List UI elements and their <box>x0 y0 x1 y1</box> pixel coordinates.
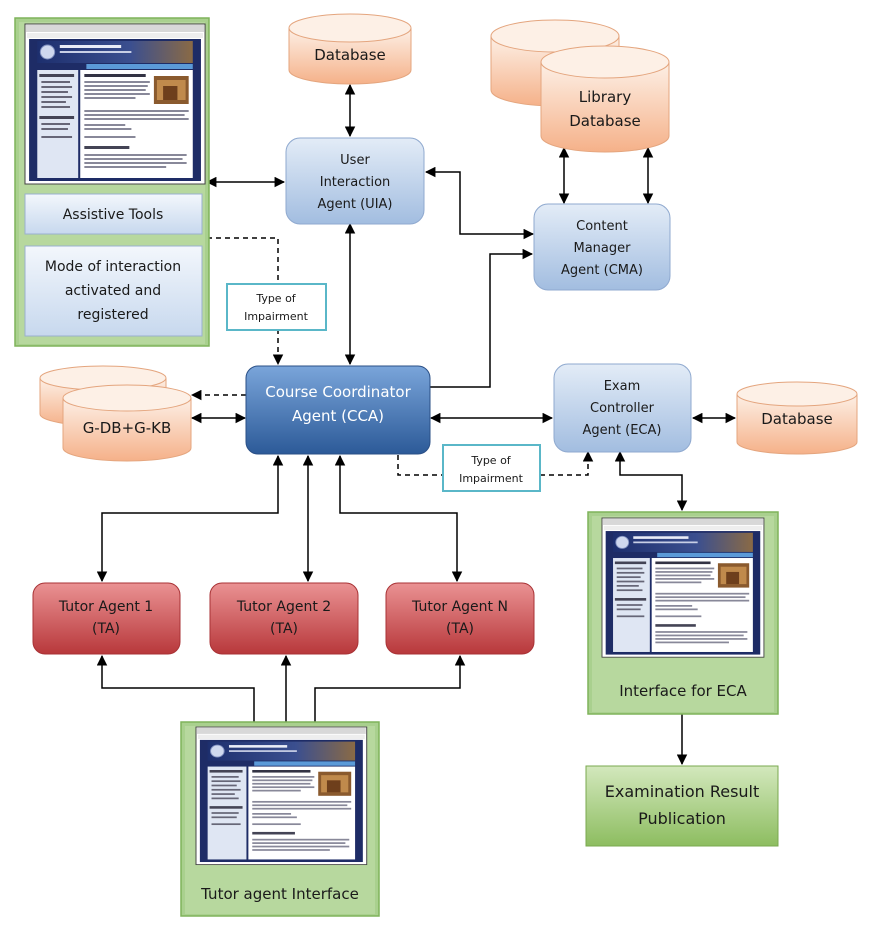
tutor-interface-panel: Tutor agent Interface <box>180 721 380 917</box>
cma-label-line2: Manager <box>574 241 632 256</box>
tan-label-line2: (TA) <box>446 621 474 637</box>
cca-label-line2: Agent (CCA) <box>292 407 384 425</box>
cma-label-line3: Agent (CMA) <box>561 263 643 278</box>
impairment-box-2: Type of Impairment <box>442 444 541 492</box>
eca-label-line3: Agent (ECA) <box>583 423 662 438</box>
uia-label-line2: Interaction <box>320 175 391 190</box>
cca-label-line1: Course Coordinator <box>265 383 411 401</box>
assistive-panel: Assistive Tools Mode of interaction acti… <box>14 17 210 347</box>
mode-label-line1: Mode of interaction <box>45 259 181 275</box>
impairment-2-line2: Impairment <box>459 472 524 485</box>
tutor-agent-1-box: Tutor Agent 1 (TA) <box>32 582 181 655</box>
uia-label-line1: User <box>340 153 370 168</box>
mode-label-line2: activated and <box>65 283 161 299</box>
connector-interface-tan <box>314 654 466 722</box>
assistive-panel-screenshot <box>24 23 206 185</box>
connector-uia-cma <box>424 166 535 240</box>
impairment-1-line1: Type of <box>255 292 296 305</box>
impairment-1-line2: Impairment <box>244 310 309 323</box>
result-label-line1: Examination Result <box>605 782 760 801</box>
mode-of-interaction-box <box>24 245 203 337</box>
eca-interface-panel: Interface for ECA <box>587 511 779 715</box>
ta2-label-line1: Tutor Agent 2 <box>236 599 331 615</box>
database-right-label: Database <box>761 410 833 428</box>
tutor-interface-screenshot <box>195 726 368 866</box>
connector-interface-ta1 <box>96 654 255 722</box>
cma-box: Content Manager Agent (CMA) <box>533 203 671 291</box>
eca-interface-label: Interface for ECA <box>619 682 747 700</box>
gdb-cylinder: G-DB+G-KB <box>39 365 192 462</box>
tutor-interface-label: Tutor agent Interface <box>200 885 359 903</box>
uia-label-line3: Agent (UIA) <box>318 197 393 212</box>
tan-label-line1: Tutor Agent N <box>411 599 508 615</box>
uia-box: User Interaction Agent (UIA) <box>285 137 425 225</box>
eca-interface-screenshot <box>601 517 765 658</box>
ta2-label-line2: (TA) <box>270 621 298 637</box>
database-right-cylinder: Database <box>736 381 858 455</box>
assistive-tools-box <box>24 193 203 235</box>
cma-label-line1: Content <box>576 219 628 234</box>
cca-box: Course Coordinator Agent (CCA) <box>245 365 431 455</box>
database-top-cylinder: Database <box>288 13 412 85</box>
ta1-label-line2: (TA) <box>92 621 120 637</box>
eca-label-line2: Controller <box>590 401 655 416</box>
examination-result-box: Examination Result Publication <box>585 765 779 847</box>
library-db-label-line1: Library <box>579 88 632 106</box>
impairment-2-line1: Type of <box>470 454 511 467</box>
connector-eca-interface <box>614 450 688 512</box>
connector-cca-tan <box>334 454 463 583</box>
connector-cca-ta1 <box>96 454 284 583</box>
connector-cca-cma <box>430 248 534 388</box>
tutor-agent-2-box: Tutor Agent 2 (TA) <box>209 582 359 655</box>
database-top-label: Database <box>314 46 386 64</box>
assistive-tools-label: Assistive Tools <box>63 207 164 223</box>
result-label-line2: Publication <box>638 809 726 828</box>
library-database-cylinder: Library Database <box>490 19 670 153</box>
tutor-agent-n-box: Tutor Agent N (TA) <box>385 582 535 655</box>
impairment-box-1: Type of Impairment <box>226 283 327 331</box>
eca-box: Exam Controller Agent (ECA) <box>553 363 692 453</box>
ta1-label-line1: Tutor Agent 1 <box>58 599 153 615</box>
eca-label-line1: Exam <box>604 379 641 394</box>
library-db-label-line2: Database <box>569 112 641 130</box>
mode-label-line3: registered <box>77 307 148 323</box>
gdb-label: G-DB+G-KB <box>83 419 172 437</box>
